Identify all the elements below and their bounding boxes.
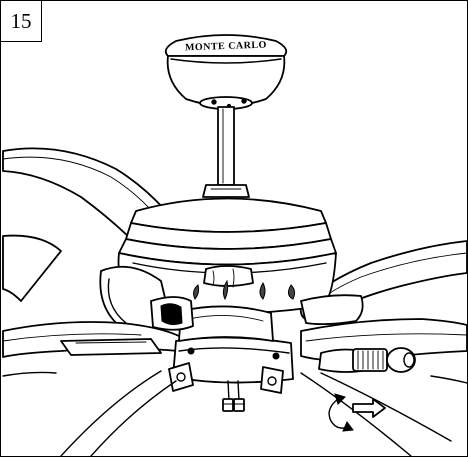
step-number: 15 — [1, 1, 42, 42]
blade-iron-pulled — [318, 347, 416, 373]
downrod — [202, 106, 250, 198]
wire-connectors — [222, 380, 245, 412]
canopy — [164, 34, 288, 110]
fan-blade-bottom-edges — [2, 370, 467, 456]
switch-housing — [150, 296, 294, 394]
fan-blade-lower-left — [2, 321, 182, 358]
rotate-arrow-icon — [328, 393, 354, 432]
pull-arrow-icon — [352, 398, 386, 418]
canopy-brand-label: MONTE CARLO — [185, 40, 267, 54]
